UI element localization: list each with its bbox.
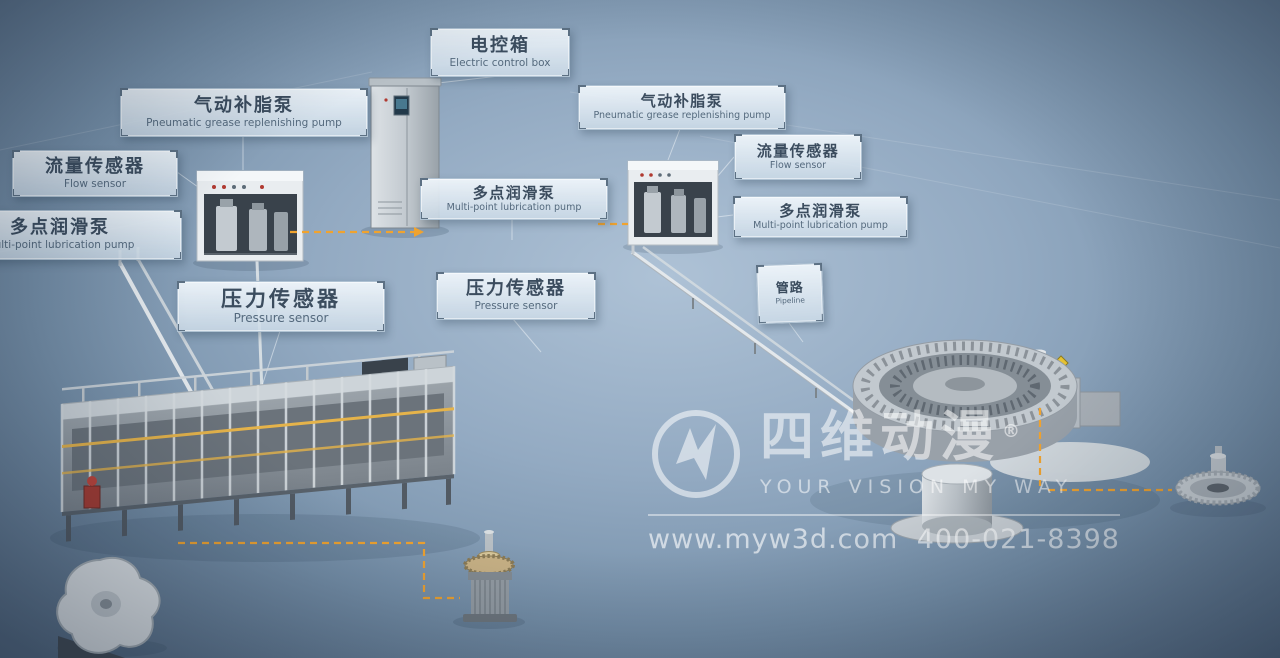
small-gear-part [1175, 446, 1261, 506]
watermark-bottom-row: www.myw3d.com 400-021-8398 [648, 524, 1120, 555]
flow-dashed-lines [178, 222, 1172, 600]
label-cn: 管路 [775, 280, 805, 297]
label-cn: 气动补脂泵 [640, 92, 724, 111]
label-cn: 流量传感器 [756, 141, 840, 160]
carousel-machine [852, 339, 1150, 544]
label-en: Pneumatic grease replenishing pump [593, 110, 771, 122]
brand-slogan: YOUR VISION MY WAY [760, 476, 1074, 498]
tunnel-machine-red-pump [83, 476, 101, 509]
label-en: Pressure sensor [474, 300, 558, 313]
tunnel-machine [60, 350, 456, 542]
flow-arrow [414, 227, 424, 237]
lubrication-station-left [196, 170, 304, 262]
label-en: Multi-point lubrication pump [446, 201, 582, 213]
label-en: Pipeline [775, 295, 806, 306]
watermark-top-row: 四维动漫® YOUR VISION MY WAY [648, 406, 1120, 502]
label-cn: 气动补脂泵 [194, 94, 294, 116]
brand-logo-icon [652, 410, 740, 498]
brand-text-block: 四维动漫® YOUR VISION MY WAY [760, 410, 1074, 499]
phone-number: 400-021-8398 [916, 524, 1120, 555]
website-url: www.myw3d.com [648, 524, 899, 555]
brand-name: 四维动漫® [760, 410, 1073, 464]
label-cn: 流量传感器 [45, 155, 145, 177]
label-cn: 多点润滑泵 [472, 183, 556, 202]
label-en: Pressure sensor [233, 311, 329, 326]
rotor-part [56, 557, 161, 658]
brand-name-text: 四维动漫 [760, 405, 1000, 468]
label-en: Flow sensor [63, 177, 127, 190]
label-en: Multi-point lubrication pump [753, 219, 888, 231]
label-cn: 压力传感器 [466, 278, 566, 300]
label-cn: 电控箱 [470, 34, 530, 56]
watermark: 四维动漫® YOUR VISION MY WAY www.myw3d.com 4… [648, 406, 1120, 555]
label-cn: 多点润滑泵 [779, 201, 862, 220]
gear-motor [463, 530, 517, 622]
label-en: Electric control box [449, 56, 551, 69]
label-en: Flow sensor [769, 159, 827, 171]
label-en: Multi-point lubrication pump [0, 239, 135, 252]
lubrication-station-right [627, 160, 719, 246]
label-cn: 压力传感器 [221, 287, 341, 312]
watermark-divider [648, 514, 1120, 516]
label-cn: 多点润滑泵 [10, 217, 110, 239]
label-en: Pneumatic grease replenishing pump [146, 116, 342, 129]
registered-mark: ® [1002, 421, 1026, 442]
